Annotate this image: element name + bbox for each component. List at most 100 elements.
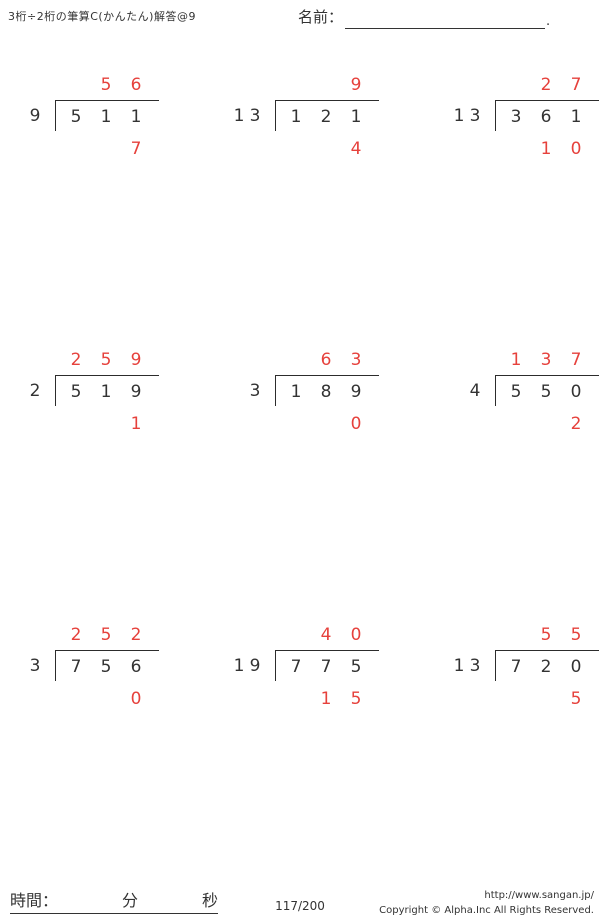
digit: 3 [469,106,481,126]
divisor: 4 [440,375,495,405]
digit [61,414,91,434]
source-url: http://www.sangan.jp/ [484,890,594,901]
digit [531,414,561,434]
quotient: 9 [281,73,382,95]
digit: 1 [233,656,245,676]
digit: 7 [70,657,82,677]
digit: 0 [350,414,362,434]
digit [61,139,91,159]
digit: 9 [130,382,142,402]
digit: 1 [130,414,142,434]
digit [281,689,311,709]
digit [501,139,531,159]
digit: 1 [233,106,245,126]
digit: 1 [290,107,302,127]
name-field: 名前： . [298,6,550,29]
digit: 1 [570,107,582,127]
remainder: 2 [501,414,600,434]
digit: 3 [540,350,552,370]
digit: 1 [453,106,465,126]
digit: 1 [100,107,112,127]
digit: 5 [510,382,522,402]
worksheet-title: 3桁÷2桁の筆算C(かんたん)解答@9 [8,10,196,23]
digit [91,414,121,434]
digit: 2 [130,625,142,645]
digit: 2 [540,75,552,95]
digit: 7 [290,657,302,677]
digit: 9 [350,382,362,402]
digit [311,414,341,434]
digit: 6 [320,350,332,370]
digit: 0 [570,382,582,402]
digit: 0 [350,625,362,645]
remainder: 4 [281,139,382,159]
digit: 3 [249,381,261,401]
digit: 3 [350,350,362,370]
digit: 1 [100,382,112,402]
digit: 4 [320,625,332,645]
digit: 5 [570,625,582,645]
remainder: 7 [61,139,162,159]
seconds-label: 秒 [201,891,218,910]
digit: 1 [290,382,302,402]
digit [501,414,531,434]
digit: 5 [100,625,112,645]
time-label: 時間： [10,891,59,910]
digit [91,139,121,159]
remainder: 0 [61,689,162,709]
digit: 1 [350,107,362,127]
digit: 6 [130,657,142,677]
remainder: 0 [281,414,382,434]
digit: 5 [70,107,82,127]
name-line-period: . [546,14,551,29]
page-number: 117/200 [275,899,325,913]
time-field: 時間： 分 秒 [10,887,218,914]
digit: 1 [320,689,332,709]
divisor: 3 [0,650,55,680]
digit: 5 [350,657,362,677]
digit: 5 [350,689,362,709]
digit: 8 [320,382,332,402]
digit: 7 [510,657,522,677]
digit [91,689,121,709]
name-label: 名前： [298,8,344,26]
name-blank-line [345,10,546,29]
digit: 7 [570,350,582,370]
digit [531,689,561,709]
digit: 1 [130,107,142,127]
digit: 2 [70,350,82,370]
remainder: 1 [61,414,162,434]
digit: 2 [70,625,82,645]
digit: 2 [570,414,582,434]
digit: 9 [249,656,261,676]
digit: 9 [350,75,362,95]
digit: 5 [540,382,552,402]
divisor: 9 [0,100,55,130]
digit: 6 [540,107,552,127]
digit [281,139,311,159]
digit: 4 [350,139,362,159]
